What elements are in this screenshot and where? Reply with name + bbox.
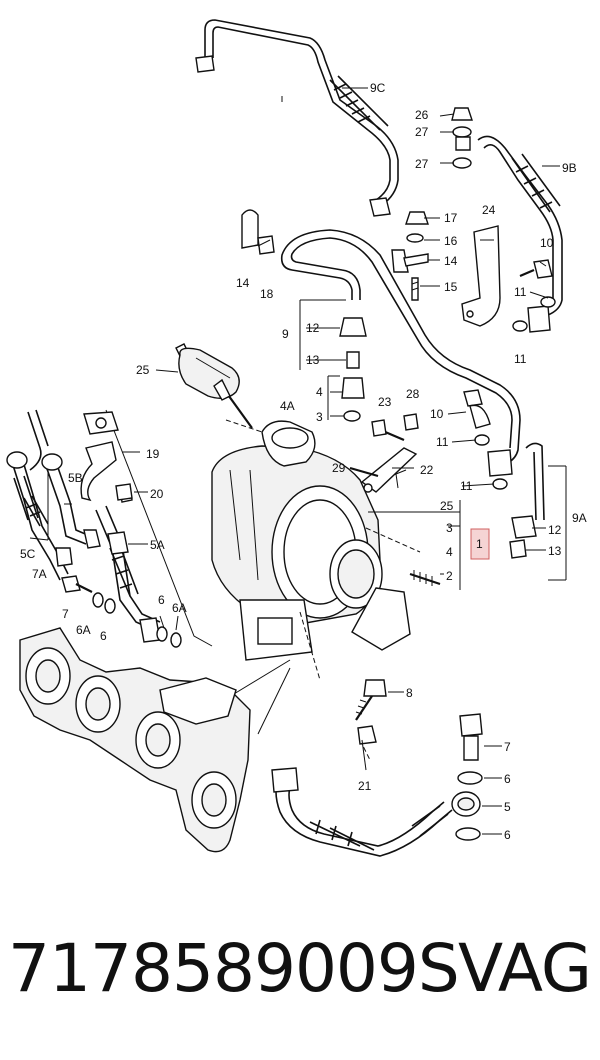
callout-label: 24 (482, 203, 496, 217)
callout-label: 9A (572, 511, 587, 525)
right-hardware (463, 259, 556, 559)
group-brackets (29, 87, 567, 835)
callout-label: 16 (444, 234, 458, 248)
clip-14-18 (241, 209, 275, 255)
callout-label: 7A (32, 567, 47, 581)
callout-label: 6A (172, 601, 187, 615)
callout-label: 4 (446, 545, 453, 559)
oil-line-9c (195, 19, 399, 217)
bracket-22-29 (349, 413, 419, 493)
callout-label: 29 (332, 461, 346, 475)
callout-label: 25 (440, 499, 454, 513)
nut-21 (357, 725, 377, 745)
callout-label: 13 (306, 353, 320, 367)
callout-label: 10 (540, 236, 554, 250)
bracket-24 (461, 225, 501, 327)
callout-label: 14 (236, 276, 250, 290)
callout-label: 9B (562, 161, 577, 175)
callout-label: 18 (260, 287, 274, 301)
callout-label: 6A (76, 623, 91, 637)
callout-label: 11 (436, 435, 449, 449)
callout-label: 2 (446, 569, 453, 583)
callout-label: 21 (358, 779, 372, 793)
oil-line-9b (477, 135, 563, 333)
callout-label: 5C (20, 547, 36, 561)
callout-label: 3 (316, 410, 323, 424)
part-number: 7178589009S (8, 930, 460, 1007)
callout-label: 26 (415, 108, 429, 122)
callout-label: 12 (548, 523, 562, 537)
callout-label: 10 (430, 407, 444, 421)
callout-label: 7 (62, 607, 69, 621)
caption-bar: 7178589009S VAG (0, 930, 600, 1040)
coolant-pipe (280, 229, 521, 477)
callout-label: 27 (415, 157, 429, 171)
callout-label: 20 (150, 487, 164, 501)
callout-label: 5A (150, 538, 165, 552)
callout-label: 15 (444, 280, 458, 294)
gasket-19 (80, 411, 119, 502)
callout-label: 9 (282, 327, 289, 341)
stud-8 (355, 679, 387, 721)
callout-label: 4 (316, 385, 323, 399)
callout-label: 11 (460, 479, 473, 493)
oil-lines-left (6, 409, 161, 643)
callout-label: 17 (444, 211, 458, 225)
callout-label: 28 (406, 387, 420, 401)
highlight-box-part-1 (470, 528, 490, 560)
callout-label: 14 (444, 254, 458, 268)
callout-label: 4A (280, 399, 295, 413)
callout-label: 25 (136, 363, 150, 377)
callout-label: 19 (146, 447, 160, 461)
callout-label: 6 (504, 828, 511, 842)
callout-label: 22 (420, 463, 434, 477)
callout-label: 12 (306, 321, 320, 335)
turbocharger (211, 420, 441, 661)
callout-label: 11 (514, 352, 527, 366)
callout-label: 5 (504, 800, 511, 814)
washer-stack (451, 107, 473, 169)
banjo-bolt-7 (451, 713, 483, 841)
callout-label: 1 (476, 537, 483, 551)
callout-label: 6 (100, 629, 107, 643)
callout-label: 23 (378, 395, 392, 409)
callout-label: 8 (406, 686, 413, 700)
callout-label: 27 (415, 125, 429, 139)
callout-label: 6 (504, 772, 511, 786)
exhaust-manifold (19, 627, 251, 853)
callout-label: 5B (68, 471, 83, 485)
callout-label: 6 (158, 593, 165, 607)
callout-label: 9C (370, 81, 386, 95)
callout-labels: 9C 26 27 27 9B 24 17 16 14 15 14 18 10 1… (20, 81, 587, 842)
callout-label: 11 (514, 285, 527, 299)
banjo-parts-center (339, 317, 367, 422)
callout-label: 7 (504, 740, 511, 754)
callout-label: 13 (548, 544, 562, 558)
oil-return-line (271, 767, 453, 857)
turbocharger-exploded-diagram: 9C 26 27 27 9B 24 17 16 14 15 14 18 10 1… (6, 19, 587, 857)
hardware-group-top (391, 211, 429, 301)
wastegate-actuator (175, 343, 253, 429)
brand-name: VAG (458, 930, 592, 1007)
callout-label: 3 (446, 521, 453, 535)
bolt-20 (115, 483, 133, 501)
